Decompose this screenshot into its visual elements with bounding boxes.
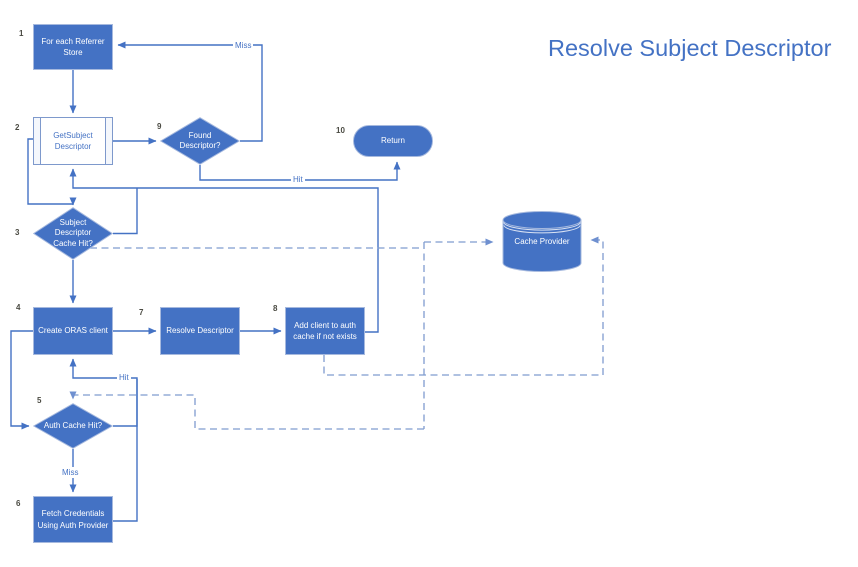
predefined-process-bar-left	[34, 118, 41, 164]
node-subject-descriptor-cache-hit: Subject Descriptor Cache Hit?	[33, 207, 113, 260]
node-return-label: Return	[380, 136, 405, 146]
node-found-descriptor: Found Descriptor?	[160, 117, 240, 165]
node-get-subject-descriptor: GetSubject Descriptor	[33, 117, 113, 165]
node-resolve-descriptor: Resolve Descriptor	[160, 307, 240, 355]
connector-authcachehit-hit-to-createoras	[69, 358, 138, 427]
node-create-oras-client-label: Create ORAS client	[38, 326, 108, 336]
dashed-addclient-to-cacheprovider	[323, 236, 604, 376]
step-number-9: 9	[157, 122, 162, 131]
diamond-shape	[160, 117, 240, 165]
node-subject-descriptor-cache-hit-label: Subject Descriptor Cache Hit?	[53, 217, 93, 248]
connector-fetchcredentials-to-createoras-merge	[113, 379, 138, 522]
step-number-6: 6	[16, 499, 21, 508]
cylinder-shape	[502, 211, 582, 272]
node-add-client-to-auth-cache-label: Add client to auth cache if not exists	[293, 320, 357, 341]
node-resolve-descriptor-label: Resolve Descriptor	[166, 326, 234, 336]
step-number-8: 8	[273, 304, 278, 313]
edge-label-found-descriptor-hit: Hit	[291, 174, 305, 185]
node-found-descriptor-label: Found Descriptor?	[179, 130, 221, 150]
diamond-shape	[33, 403, 113, 449]
node-get-subject-descriptor-label: GetSubject Descriptor	[53, 130, 93, 151]
node-for-each-referrer-store-label: For each Referrer Store	[41, 36, 105, 57]
node-auth-cache-hit: Auth Cache Hit?	[33, 403, 113, 449]
step-number-10: 10	[336, 126, 345, 135]
node-return: Return	[353, 125, 433, 157]
node-auth-cache-hit-label: Auth Cache Hit?	[43, 420, 103, 430]
node-fetch-credentials-label: Fetch Credentials Using Auth Provider	[37, 509, 109, 530]
connector-addclient-to-getsubject	[69, 168, 379, 333]
step-number-3: 3	[15, 228, 20, 237]
connector-cachehit-to-getsubject-merge	[113, 188, 138, 235]
connector-getsubject-to-cachehit	[27, 138, 77, 206]
step-number-7: 7	[139, 308, 144, 317]
connector-founddescriptor-miss-to-foreach	[117, 41, 263, 142]
page-title: Resolve Subject Descriptor	[548, 35, 832, 61]
connector-createoras-to-authcachehit	[10, 330, 33, 430]
node-for-each-referrer-store: For each Referrer Store	[33, 24, 113, 70]
step-number-2: 2	[15, 123, 20, 132]
step-number-4: 4	[16, 303, 21, 312]
node-create-oras-client: Create ORAS client	[33, 307, 113, 355]
diamond-shape	[33, 207, 113, 260]
predefined-process-bar-right	[105, 118, 112, 164]
node-fetch-credentials: Fetch Credentials Using Auth Provider	[33, 496, 113, 543]
node-cache-provider: Cache Provider	[502, 210, 582, 273]
node-cache-provider-label: Cache Provider	[514, 237, 570, 246]
dashed-cacheprovider-to-authcachehit	[69, 391, 424, 430]
edge-label-auth-cache-hit-miss: Miss	[60, 467, 81, 478]
step-number-5: 5	[37, 396, 42, 405]
step-number-1: 1	[19, 29, 24, 38]
node-add-client-to-auth-cache: Add client to auth cache if not exists	[285, 307, 365, 355]
edge-label-found-descriptor-miss: Miss	[233, 40, 254, 51]
edge-label-auth-cache-hit-hit: Hit	[117, 372, 131, 383]
